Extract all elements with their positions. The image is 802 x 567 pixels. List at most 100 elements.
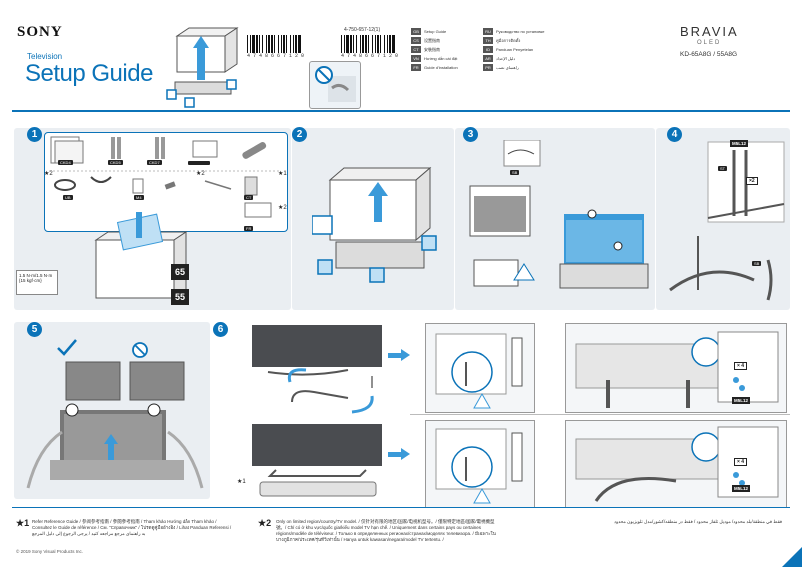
barcode-bar	[372, 35, 373, 53]
item-label: CT	[244, 195, 254, 200]
barcode-1-number: 4 7 4 8 6 6 7 1 2 0	[247, 53, 305, 59]
barcode-bar	[250, 35, 251, 53]
barcode-2: 4 7 4 8 6 6 7 1 2 0	[341, 35, 398, 59]
step6-row-divider	[410, 414, 790, 415]
barcode-bar	[247, 35, 248, 53]
arrow-shaft	[388, 452, 402, 457]
barcode-bar	[392, 35, 395, 53]
barcode-bar	[384, 35, 385, 53]
bracket-detail-bottom	[425, 420, 535, 508]
step6-number: 6	[213, 322, 228, 337]
barcode-bar	[350, 35, 352, 53]
step2-number: 2	[292, 127, 307, 142]
barcode-1: 4 7 4 8 6 6 7 1 2 0	[247, 35, 304, 59]
screw-count: ×2	[746, 177, 758, 185]
barcode-bar	[377, 35, 379, 53]
barcode-bar	[375, 35, 376, 53]
barcode-bar	[356, 35, 357, 53]
bracket-detail-top	[425, 323, 535, 413]
lift-box-illustration	[311, 150, 442, 290]
barcode-bar	[362, 35, 364, 53]
barcode-bar	[344, 35, 345, 53]
arabic-persian-note: فقط في منطقة/بلد محدود/ موديل تلفاز محدو…	[613, 519, 782, 524]
barcode-bar	[256, 35, 258, 53]
step1-number: 1	[27, 127, 42, 142]
language-code: ID	[483, 46, 493, 53]
barcode-bar	[353, 35, 354, 53]
star2-marker: ★2	[278, 205, 287, 211]
screw-m5l12-bottom: M5L12	[732, 485, 751, 492]
no-push-screen-warning	[309, 61, 361, 109]
sb-tag: SB	[752, 261, 762, 266]
barcode-2-number: 4 7 4 8 6 6 7 1 2 0	[341, 53, 399, 59]
barcode-bar	[380, 35, 381, 53]
box-tag: CKD4	[58, 160, 73, 165]
limited-region-note: Only on limited region/country/TV model.…	[276, 519, 496, 542]
tv-panel-bottom	[252, 424, 382, 466]
language-code: AR	[483, 55, 493, 62]
barcode-bar	[293, 35, 294, 53]
size-badge-65: 65	[171, 264, 189, 280]
note1-marker: ★1	[16, 518, 30, 528]
oled-label: OLED	[697, 40, 722, 46]
screw-install-top	[565, 323, 787, 413]
corner-accent	[782, 547, 802, 567]
barcode-bar	[266, 35, 267, 53]
barcode-bar	[262, 35, 263, 53]
language-code: GB	[411, 28, 421, 35]
page-title: Setup Guide	[25, 60, 153, 87]
language-code: TH	[483, 37, 493, 44]
barcode-bar	[298, 35, 301, 53]
bravia-logo: BRAVIA	[680, 24, 739, 39]
next-arrow-icon	[401, 448, 410, 460]
screw-count-top: × 4	[734, 362, 748, 370]
header-divider	[12, 110, 790, 112]
barcode-bar	[268, 35, 270, 53]
step3-number: 3	[463, 127, 478, 142]
tv-panel-top	[252, 325, 382, 367]
barcode-bar	[259, 35, 260, 53]
document-number: 4-750-657-12(1)	[344, 27, 381, 33]
note2-marker: ★2	[258, 518, 272, 528]
barcode-bar	[346, 35, 349, 53]
step4-number: 4	[667, 127, 682, 142]
barcode-bar	[271, 35, 273, 53]
sb-tag: SB	[510, 170, 520, 175]
language-code: RU	[483, 28, 493, 35]
language-name: Panduan Penyetelan	[496, 47, 534, 52]
stand-assembly-illustration	[664, 140, 788, 305]
screw-count-bottom: × 4	[734, 458, 748, 466]
language-code: VN	[411, 55, 421, 62]
next-arrow-icon	[401, 349, 410, 361]
barcode-bar	[252, 35, 255, 53]
language-name: Guide d'installation	[424, 65, 458, 70]
unboxing-illustration	[163, 24, 243, 110]
barcode-bar	[281, 35, 282, 53]
screw-m5l12-label: M5L12	[730, 140, 749, 147]
barcode-bar	[395, 35, 396, 53]
barcode-bar	[283, 35, 285, 53]
barcode-bar	[365, 35, 367, 53]
reference-guide-note: Refer Reference Guide / 参阅参考指南 / 參閱參考指南 …	[32, 519, 232, 536]
barcode-bar	[387, 35, 388, 53]
barcode-bar	[341, 35, 342, 53]
language-name: Setup Guide	[424, 29, 447, 34]
star1-marker: ★1	[278, 171, 287, 177]
barcode-bar	[274, 35, 275, 53]
step5-number: 5	[27, 322, 42, 337]
item-label: FR	[244, 226, 254, 231]
size-badge-55: 55	[171, 289, 189, 305]
copyright: © 2019 Sony Visual Products Inc.	[16, 549, 84, 554]
st-tag: ST	[718, 166, 728, 171]
stand-swap-illustration	[262, 366, 382, 418]
star1-marker: ★1	[237, 479, 246, 485]
barcode-bar	[278, 35, 279, 53]
barcode-bar	[368, 35, 369, 53]
